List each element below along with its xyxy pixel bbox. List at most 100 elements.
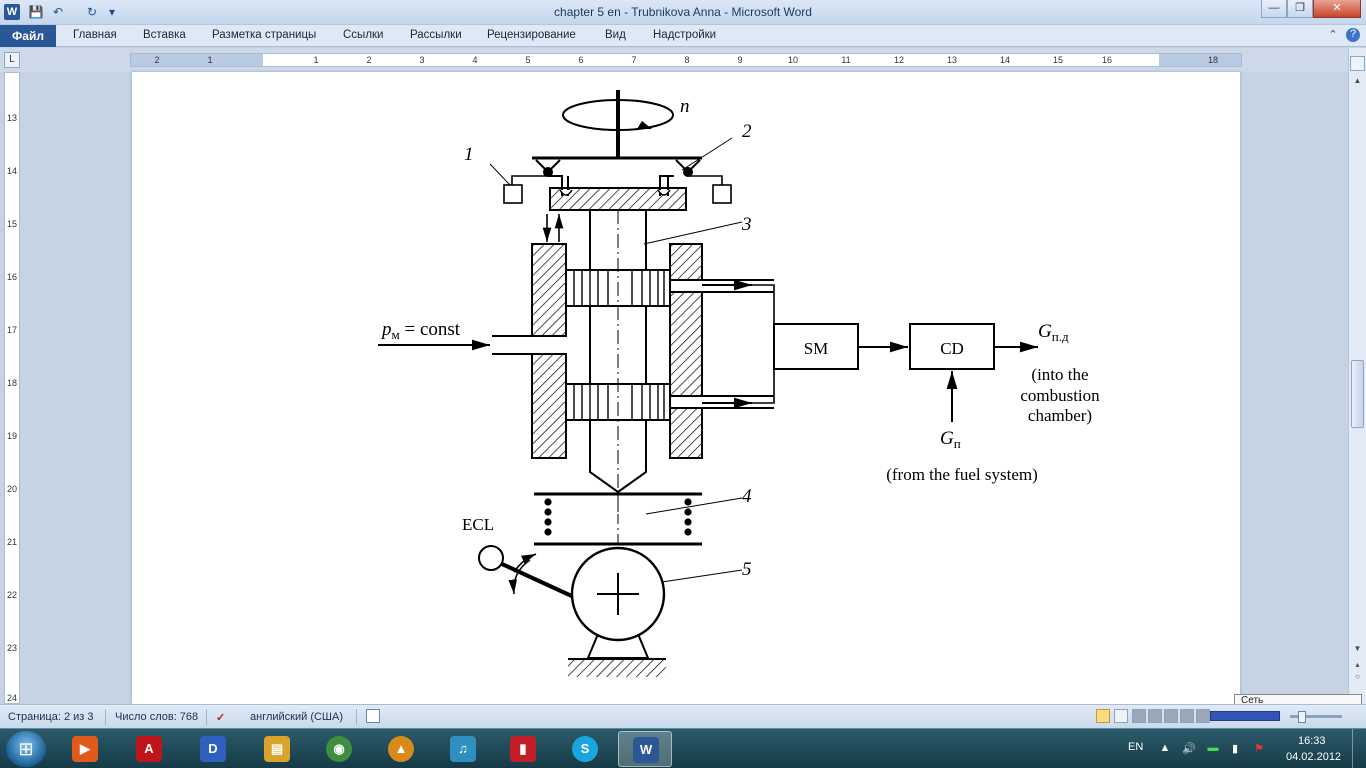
taskbar-skype[interactable]: S [558, 731, 612, 767]
word-icon: W [633, 737, 659, 763]
show-hidden-icons-icon[interactable]: ▲ [1159, 742, 1171, 754]
media-next-icon[interactable] [1196, 709, 1210, 723]
folder-icon: ▤ [264, 736, 290, 762]
macro-record-icon[interactable] [366, 709, 380, 723]
vertical-ruler[interactable]: 13 14 15 16 17 18 19 20 21 22 23 24 [4, 72, 20, 704]
tab-view[interactable]: Вид [605, 29, 626, 41]
g-in-label: Gп [940, 428, 961, 451]
prev-page-icon[interactable]: ▴ [1355, 660, 1360, 669]
vertical-scrollbar[interactable]: ▲ ▼ ▴ ○ [1348, 48, 1366, 704]
title-bar: W 💾 ↶ ↻ ▾ chapter 5 en - Trubnikova Anna… [0, 0, 1366, 25]
taskbar-word[interactable]: W [618, 731, 672, 767]
label-n: n [680, 96, 690, 117]
volume-bar[interactable] [1210, 711, 1280, 721]
ruler-tick: 8 [684, 55, 690, 65]
divider [105, 709, 106, 725]
zoom-slider[interactable] [1290, 715, 1342, 718]
undo-icon[interactable]: ↶ [52, 5, 64, 19]
tab-page-layout[interactable]: Разметка страницы [212, 29, 317, 41]
print-layout-view-icon[interactable] [1096, 709, 1110, 723]
from-fuel-label: (from the fuel system) [886, 465, 1038, 484]
media-play-icon[interactable] [1132, 709, 1146, 723]
ruler-tick: 14 [6, 166, 17, 176]
page-count[interactable]: Страница: 2 из 3 [8, 711, 94, 723]
tab-file[interactable]: Файл [0, 25, 56, 47]
scroll-up-icon[interactable]: ▲ [1353, 76, 1362, 85]
ruler-tick: 16 [1101, 55, 1112, 65]
divider [356, 709, 357, 725]
full-screen-view-icon[interactable] [1114, 709, 1128, 723]
tab-mailings[interactable]: Рассылки [410, 29, 462, 41]
ruler-tick: 18 [6, 378, 17, 388]
label-1: 1 [464, 144, 474, 165]
document-page[interactable]: n 1 [132, 72, 1240, 704]
ruler-tick: 24 [6, 693, 17, 703]
scroll-down-icon[interactable]: ▼ [1353, 644, 1362, 653]
document-area: n 1 [20, 72, 1348, 704]
maximize-button[interactable]: ❐ [1287, 0, 1313, 18]
scroll-thumb[interactable] [1351, 360, 1364, 428]
proofing-icon[interactable]: ✓ [216, 712, 226, 724]
language-indicator[interactable]: английский (США) [250, 711, 344, 723]
taskbar-daemon-tools[interactable]: D [186, 731, 240, 767]
ruler-tick: 15 [6, 219, 17, 229]
volume-icon[interactable]: 🔊 [1182, 743, 1196, 755]
redo-icon[interactable]: ↻ [86, 5, 98, 19]
ruler-tick: 12 [893, 55, 904, 65]
browse-object-icon[interactable]: ○ [1355, 672, 1360, 681]
taskbar-autocad[interactable]: A [122, 731, 176, 767]
ruler-tick: 16 [6, 272, 17, 282]
ecl-label: ECL [462, 515, 494, 534]
taskbar-book[interactable]: ▮ [496, 731, 550, 767]
flag-icon[interactable]: ⚑ [1254, 743, 1264, 755]
ruler-tick: 9 [737, 55, 743, 65]
media-pause-icon[interactable] [1148, 709, 1162, 723]
tab-review[interactable]: Рецензирование [487, 29, 576, 41]
help-icon[interactable]: ? [1346, 28, 1360, 42]
ruler-tick: 10 [787, 55, 798, 65]
taskbar-chrome[interactable]: ◉ [312, 731, 366, 767]
close-button[interactable]: ✕ [1313, 0, 1361, 18]
ecl-lever [501, 562, 577, 600]
g-out-label: Gп.д [1038, 321, 1069, 344]
clock-date[interactable]: 04.02.2012 [1286, 751, 1342, 763]
housing-left-top [531, 243, 567, 337]
chrome-icon: ◉ [326, 736, 352, 762]
media-stop-icon[interactable] [1164, 709, 1178, 723]
ruler-tick: 19 [6, 431, 17, 441]
tab-references[interactable]: Ссылки [343, 29, 384, 41]
taskbar-music[interactable]: ♫ [436, 731, 490, 767]
motor [568, 546, 743, 677]
taskbar-archicad[interactable]: ▲ [374, 731, 428, 767]
start-button[interactable]: ⊞ [6, 731, 46, 767]
ruler-tick: 4 [472, 55, 478, 65]
word-logo-icon[interactable]: W [4, 4, 20, 20]
horizontal-ruler[interactable]: 2 1 1 2 3 4 5 6 7 8 9 10 11 12 13 14 15 … [130, 53, 1242, 67]
word-count[interactable]: Число слов: 768 [115, 711, 199, 723]
label-4: 4 [742, 486, 752, 507]
media-prev-icon[interactable] [1180, 709, 1194, 723]
tab-addins[interactable]: Надстройки [653, 29, 717, 41]
ruler-toggle-icon[interactable] [1350, 56, 1365, 71]
clock-time[interactable]: 16:33 [1298, 735, 1326, 747]
show-desktop-button[interactable] [1352, 729, 1366, 768]
taskbar-explorer[interactable]: ▤ [250, 731, 304, 767]
ruler-tick: 18 [1207, 55, 1218, 65]
taskbar-media-player[interactable]: ▶ [58, 731, 112, 767]
ruler-tick: 5 [525, 55, 531, 65]
language-bar[interactable]: EN [1128, 741, 1144, 753]
save-icon[interactable]: 💾 [28, 5, 44, 19]
ruler-row: L 2 1 1 2 3 4 5 6 7 8 9 10 11 12 13 14 1… [0, 48, 1366, 72]
zoom-thumb[interactable] [1298, 711, 1306, 723]
ruler-tick: 21 [6, 537, 17, 547]
power-icon[interactable]: ▮ [1231, 743, 1239, 755]
ribbon-minimize-icon[interactable]: ⌃ [1328, 29, 1338, 41]
minimize-button[interactable]: — [1261, 0, 1287, 18]
tab-home[interactable]: Главная [73, 29, 117, 41]
tab-selector[interactable]: L [4, 52, 20, 68]
customize-qat-icon[interactable]: ▾ [108, 5, 116, 19]
into-line2: combustion [1020, 386, 1100, 405]
network-icon[interactable]: ▬ [1207, 742, 1219, 754]
tab-insert[interactable]: Вставка [143, 29, 186, 41]
taskbar: ⊞ ▶ A D ▤ ◉ ▲ ♫ ▮ S W EN ▲ 🔊 ▬ ▮ ⚑ 16:33… [0, 728, 1366, 768]
